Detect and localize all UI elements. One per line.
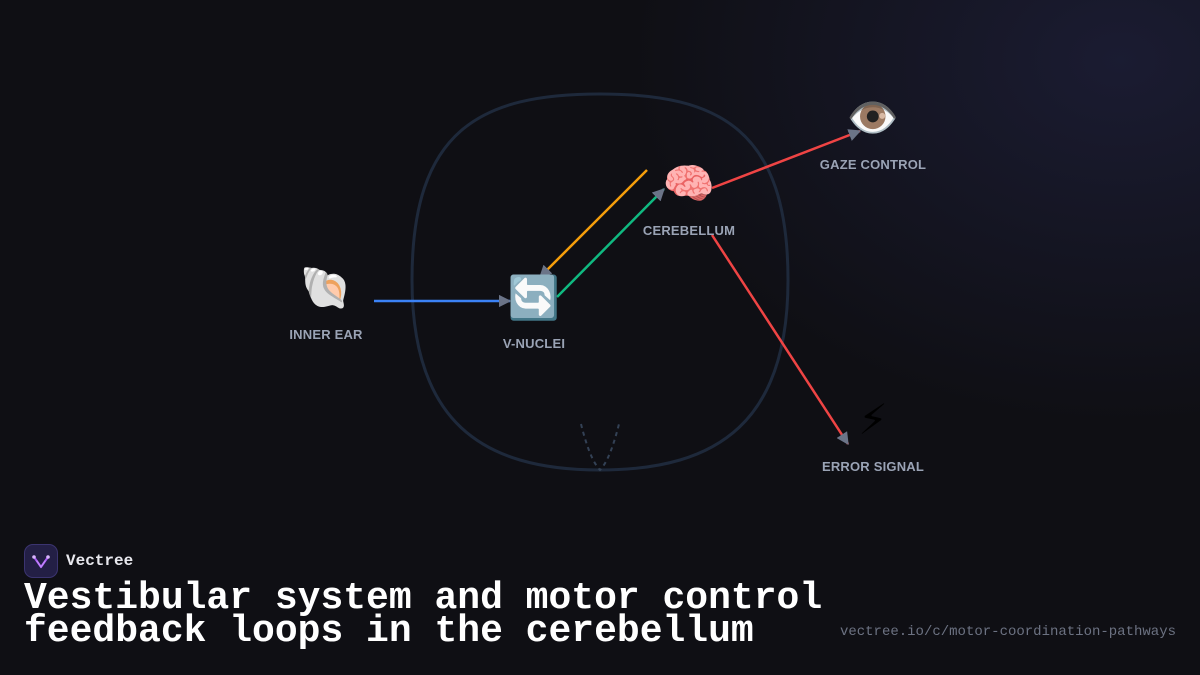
node-v-nuclei[interactable]: 🔄 V-NUCLEI xyxy=(503,273,565,351)
node-cerebellum[interactable]: 🧠 CEREBELLUM xyxy=(643,159,735,238)
brand[interactable]: Vectree xyxy=(24,544,133,578)
node-error-signal[interactable]: ⚡ ERROR SIGNAL xyxy=(822,395,924,474)
edge-cerebellum-to-v-nuclei xyxy=(539,169,648,278)
source-url[interactable]: vectree.io/c/motor-coordination-pathways xyxy=(839,624,1176,640)
edge-cerebellum-to-error-signal xyxy=(710,234,850,446)
cycle-arrows-icon: 🔄 xyxy=(508,273,560,322)
node-label: V-NUCLEI xyxy=(503,336,565,351)
brain-icon: 🧠 xyxy=(663,159,715,208)
node-label: INNER EAR xyxy=(289,327,363,342)
brand-name: Vectree xyxy=(66,552,134,570)
edge-cerebellum-to-gaze-control xyxy=(711,129,862,190)
shell-icon: 🐚 xyxy=(300,263,352,312)
page-title: Vestibular system and motor control feed… xyxy=(24,577,823,653)
node-label: CEREBELLUM xyxy=(643,223,735,238)
eye-icon: 👁️ xyxy=(847,93,899,142)
node-label: GAZE CONTROL xyxy=(820,157,926,172)
vectree-logo-icon xyxy=(24,544,58,578)
edge-v-nuclei-to-cerebellum xyxy=(556,188,665,298)
lightning-icon: ⚡ xyxy=(858,395,888,444)
node-label: ERROR SIGNAL xyxy=(822,459,924,474)
node-gaze-control[interactable]: 👁️ GAZE CONTROL xyxy=(820,93,926,172)
feedback-loop-tail xyxy=(580,423,620,472)
node-inner-ear[interactable]: 🐚 INNER EAR xyxy=(289,263,363,342)
feedback-loop-outline xyxy=(410,92,790,472)
